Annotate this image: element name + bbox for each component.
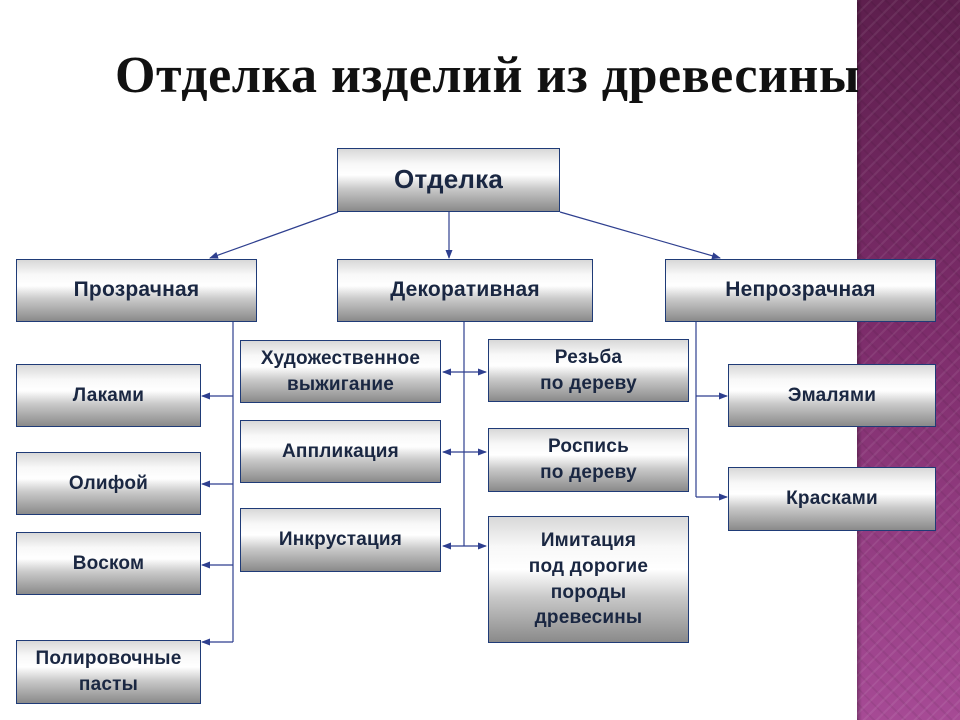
item-imitation: Имитация под дорогие породы древесины xyxy=(488,516,689,643)
category-opaque: Непрозрачная xyxy=(665,259,936,322)
item-polish: Полировочные пасты xyxy=(16,640,201,704)
category-decorative: Декоративная xyxy=(337,259,593,322)
category-transparent: Прозрачная xyxy=(16,259,257,322)
root-to-transparent-arrow xyxy=(209,211,339,259)
item-carving: Резьба по дереву xyxy=(488,339,689,402)
page-title: Отделка изделий из древесины xyxy=(115,47,860,104)
item-paint: Красками xyxy=(728,467,936,531)
root-to-opaque-arrow xyxy=(559,211,721,260)
item-inlay: Инкрустация xyxy=(240,508,441,572)
item-burning: Художественное выжигание xyxy=(240,340,441,403)
decorative-side-band xyxy=(857,0,960,720)
item-enamel: Эмалями xyxy=(728,364,936,427)
item-drying-oil: Олифой xyxy=(16,452,201,515)
item-applique: Аппликация xyxy=(240,420,441,483)
item-wax: Воском xyxy=(16,532,201,595)
item-lacquer: Лаками xyxy=(16,364,201,427)
root-node: Отделка xyxy=(337,148,560,212)
item-painting: Роспись по дереву xyxy=(488,428,689,492)
